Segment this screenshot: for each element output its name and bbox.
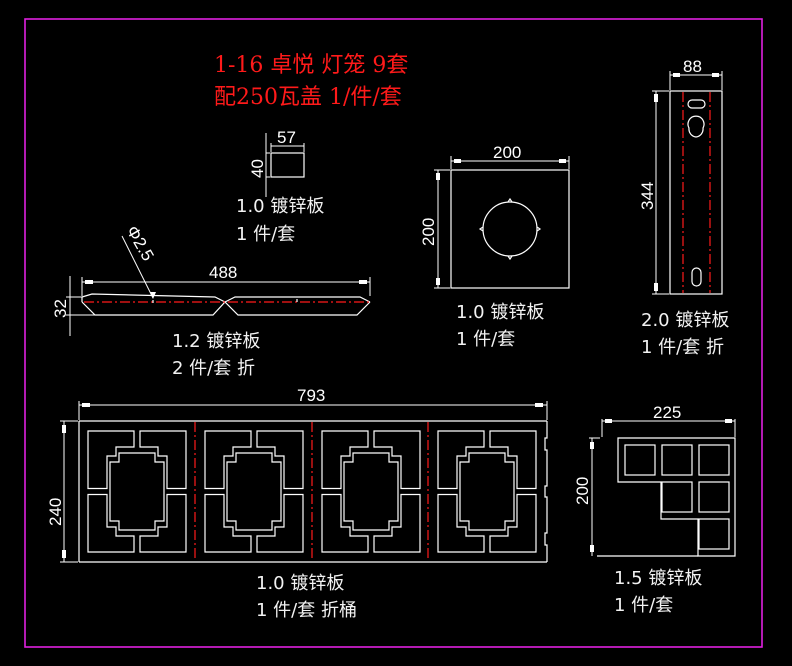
dim-arrow: [436, 173, 440, 180]
panel-qty-label: 1 件/套 折桶: [256, 600, 357, 621]
dim-arrow: [654, 94, 658, 102]
drawing-frame: [24, 18, 763, 648]
dim-arrow: [712, 73, 719, 77]
hole-leader-line: [121, 235, 154, 299]
square-plate-qty-label: 1 件/套: [456, 329, 515, 350]
panel-motifs: [87, 430, 537, 553]
lattice-center-opening: [343, 452, 399, 531]
lattice-corner-piece: [87, 493, 135, 553]
lattice-center-opening: [226, 452, 282, 531]
panel-right-edge: [544, 421, 548, 562]
lattice-corner-piece: [204, 430, 252, 490]
bracket-material-label: 2.0 镀锌板: [641, 310, 729, 331]
part-panel: 793 240 1.0 镀锌板 1 件/套 折桶: [46, 386, 548, 621]
small-plate-material-label: 1.0 镀锌板: [236, 196, 324, 217]
lattice-corner-piece: [373, 493, 421, 553]
dim-arrow: [62, 425, 66, 433]
dim-strip-hole: Φ2.5: [123, 223, 158, 265]
lattice-corner-piece: [437, 493, 485, 553]
part-square-plate: 200 200 1.0 镀锌板 1 件/套: [419, 143, 570, 350]
dim-arrow: [82, 403, 90, 407]
dim-arrow: [85, 280, 93, 284]
part-long-strip: 488 32 Φ2.5 1.2 镀锌板 2 件/套 折: [51, 223, 371, 379]
dim-arrow: [559, 159, 566, 163]
dim-arrow: [654, 283, 658, 291]
dim-square-plate-height: 200: [419, 218, 438, 246]
dim-panel-width: 793: [297, 386, 325, 405]
dim-bracket-width: 88: [683, 57, 702, 76]
dim-small-plate-height: 40: [248, 159, 267, 178]
strip-top-edge: [81, 293, 371, 303]
dim-arrow: [673, 73, 680, 77]
dim-arrow: [436, 278, 440, 285]
square-plate-outline: [450, 169, 570, 289]
strip-qty-label: 2 件/套 折: [172, 358, 255, 379]
part-small-plate: 57 40 1.0 镀锌板 1 件/套: [236, 128, 324, 245]
dim-corner-plate-height: 200: [573, 477, 592, 505]
strip-bottom-edge: [81, 301, 371, 316]
lattice-corner-piece: [204, 493, 252, 553]
dim-bracket-height: 344: [638, 182, 657, 210]
corner-plate-window: [624, 444, 656, 476]
dim-arrow: [590, 442, 594, 449]
square-plate-material-label: 1.0 镀锌板: [456, 302, 544, 323]
lattice-corner-piece: [373, 430, 421, 490]
dim-arrow: [725, 419, 732, 423]
corner-plate-window: [698, 481, 730, 513]
bracket-qty-label: 1 件/套 折: [641, 337, 724, 358]
leader-arrow: [150, 292, 156, 299]
part-corner-plate: 225 200 1.5 镀锌板 1 件/套: [573, 403, 736, 616]
part-bracket: 88 344 2.0 镀锌板 1 件/套 折: [638, 57, 729, 358]
bracket-slot-bottom: [691, 267, 702, 287]
dim-corner-plate-width: 225: [653, 403, 681, 422]
dim-arrow: [605, 419, 612, 423]
lattice-corner-piece: [256, 430, 304, 490]
dim-square-plate-width: 200: [493, 143, 521, 162]
lattice-corner-piece: [489, 430, 537, 490]
corner-plate-window: [661, 444, 693, 476]
corner-plate-material-label: 1.5 镀锌板: [614, 568, 702, 589]
panel-material-label: 1.0 镀锌板: [256, 573, 344, 594]
lattice-center-opening: [459, 452, 515, 531]
dim-arrow: [62, 550, 66, 558]
corner-plate-window: [661, 481, 693, 513]
small-plate-qty-label: 1 件/套: [236, 224, 295, 245]
strip-material-label: 1.2 镀锌板: [172, 331, 260, 352]
square-plate-center-hole: [482, 201, 538, 257]
lattice-center-opening: [109, 452, 165, 531]
lattice-corner-piece: [321, 430, 369, 490]
corner-plate-outline: [617, 437, 736, 557]
dim-arrow: [359, 280, 367, 284]
dim-panel-height: 240: [46, 498, 65, 526]
bracket-slot-top: [687, 99, 706, 109]
lattice-corner-piece: [256, 493, 304, 553]
title-line-1: 1-16 卓悦 灯笼 9套: [214, 53, 408, 78]
lattice-corner-piece: [139, 493, 187, 553]
lattice-corner-piece: [139, 430, 187, 490]
lattice-corner-piece: [87, 430, 135, 490]
dim-small-plate-width: 57: [277, 128, 296, 147]
lattice-corner-piece: [321, 493, 369, 553]
dim-arrow: [454, 159, 461, 163]
dim-arrow: [535, 403, 543, 407]
dim-strip-length: 488: [209, 263, 237, 282]
hole-notches: [478, 197, 542, 261]
lattice-corner-piece: [437, 430, 485, 490]
corner-plate-window: [698, 444, 730, 476]
bracket-outline: [669, 90, 723, 295]
dim-arrow: [590, 545, 594, 552]
title-line-2: 配250瓦盖 1/件/套: [214, 85, 402, 110]
dim-strip-height: 32: [51, 299, 70, 318]
lattice-corner-piece: [489, 493, 537, 553]
bracket-hole: [687, 115, 705, 138]
corner-plate-qty-label: 1 件/套: [614, 595, 673, 616]
small-plate-outline: [270, 152, 305, 178]
corner-plate-window: [698, 518, 730, 550]
